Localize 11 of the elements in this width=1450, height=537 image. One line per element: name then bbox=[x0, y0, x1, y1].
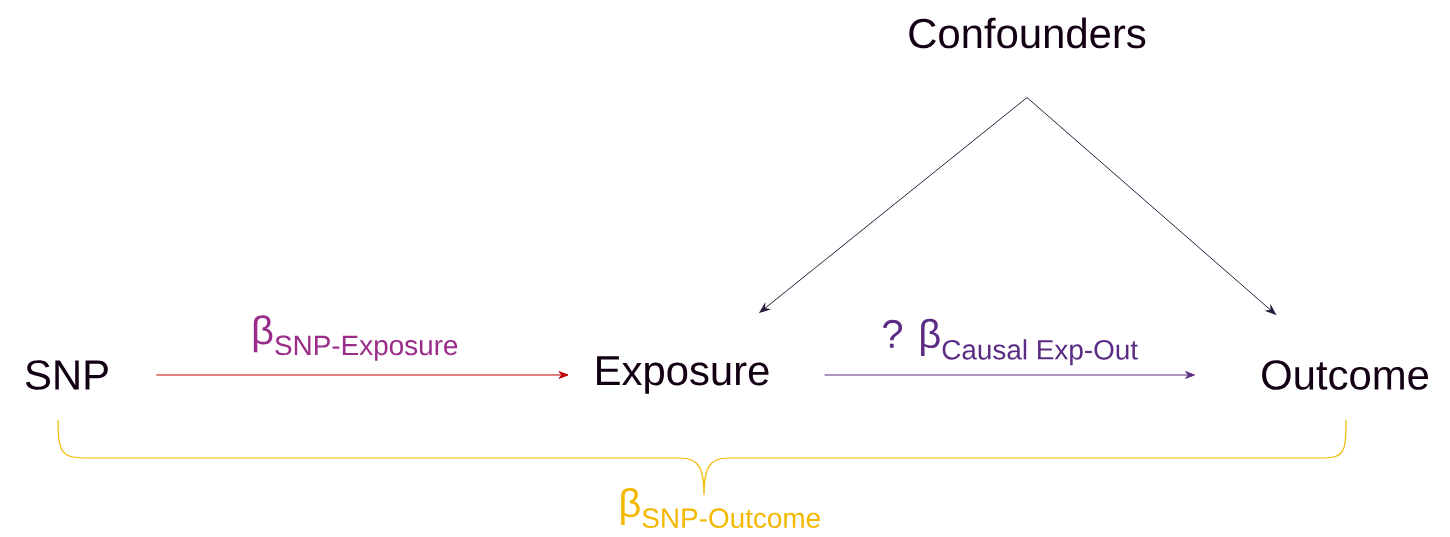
edge-label: $\text{β}_{\text{SNP-Exposure}}$ bbox=[253, 315, 458, 361]
arrow bbox=[155, 371, 569, 379]
arrow bbox=[824, 371, 1195, 379]
node-label: Confounders bbox=[909, 17, 1146, 49]
arrow bbox=[759, 97, 1028, 313]
arrow bbox=[1026, 97, 1276, 315]
node-label: Exposure bbox=[597, 356, 769, 394]
node-label: Outcome bbox=[1262, 360, 1428, 390]
edge-label: $\text{? β}_{\text{Causal Exp-Out}}$ bbox=[883, 318, 1138, 366]
node-label: SNP bbox=[25, 360, 108, 390]
brace-label: $\text{β}_{\text{SNP-Outcome}}$ bbox=[621, 487, 820, 529]
